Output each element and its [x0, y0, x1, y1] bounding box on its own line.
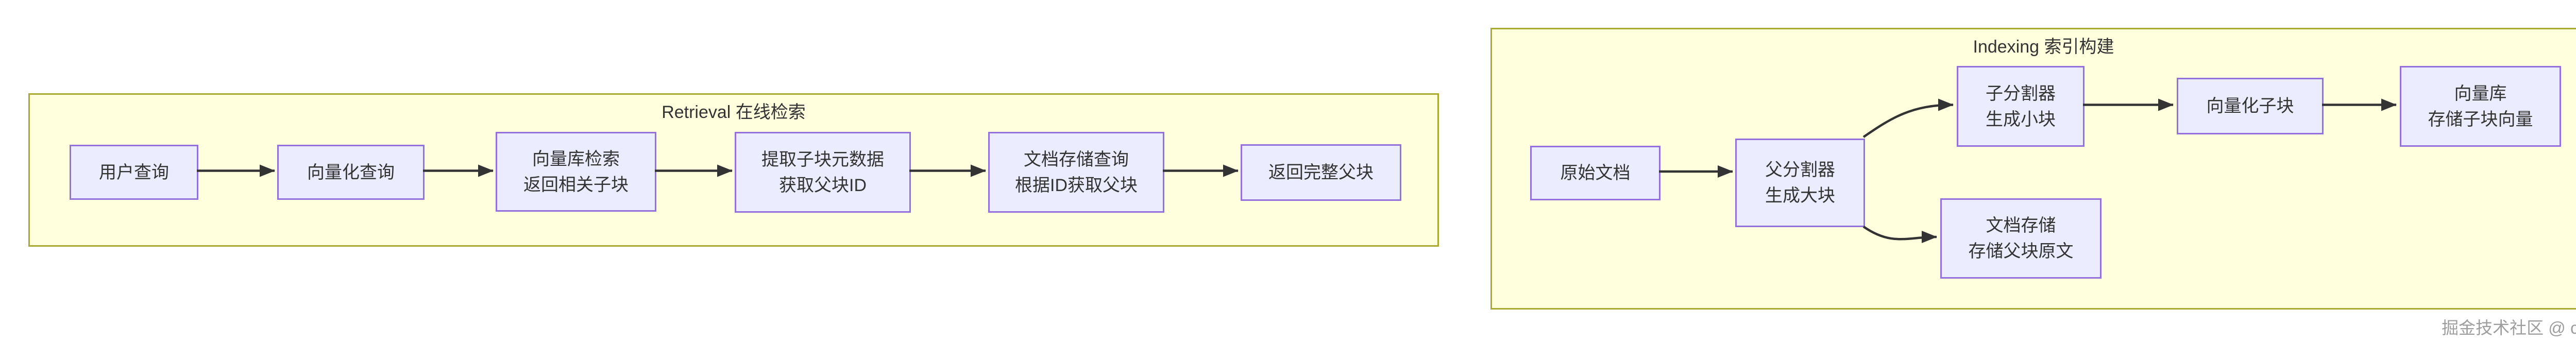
node-label: 根据ID获取父块 [1015, 175, 1138, 195]
cluster-indexing-title: Indexing 索引构建 [1973, 37, 2114, 57]
node-label: 返回相关子块 [523, 175, 629, 195]
node-vector-store: 向量库 存储子块向量 [2400, 66, 2561, 147]
node-user-query: 用户查询 [70, 145, 198, 200]
node-label: 文档存储查询 [1024, 149, 1129, 169]
node-parent-splitter: 父分割器 生成大块 [1735, 139, 1865, 227]
node-label: 存储子块向量 [2428, 109, 2533, 129]
node-vectorize-chunks: 向量化子块 [2177, 78, 2324, 134]
node-label: 原始文档 [1560, 163, 1631, 183]
node-docstore-query: 文档存储查询 根据ID获取父块 [988, 132, 1164, 213]
node-label: 向量库 [2454, 83, 2507, 104]
cluster-retrieval: Retrieval 在线检索 用户查询 向量化查询 向量库检索 返回相关子块 提… [28, 93, 1439, 247]
node-label: 提取子块元数据 [761, 149, 884, 169]
node-label: 子分割器 [1986, 83, 2056, 104]
watermark: 掘金技术社区 @ chaors [2442, 318, 2576, 337]
cluster-indexing: Indexing 索引构建 原始文档 父分割器 生成大块 子分割器 生成小块 向… [1490, 28, 2576, 310]
node-label: 向量库检索 [532, 149, 620, 169]
node-label: 返回完整父块 [1268, 163, 1374, 182]
node-label: 用户查询 [99, 162, 169, 182]
node-extract-metadata: 提取子块元数据 获取父块ID [735, 132, 911, 213]
node-child-splitter: 子分割器 生成小块 [1957, 66, 2084, 147]
node-label: 生成大块 [1765, 186, 1835, 206]
node-label: 存储父块原文 [1968, 242, 2074, 261]
node-doc-store: 文档存储 存储父块原文 [1940, 198, 2102, 279]
node-label: 文档存储 [1986, 216, 2056, 235]
node-vector-search: 向量库检索 返回相关子块 [496, 132, 656, 212]
node-label: 向量化子块 [2206, 96, 2294, 116]
cluster-retrieval-title: Retrieval 在线检索 [662, 102, 806, 122]
node-label: 向量化查询 [307, 162, 395, 182]
node-label: 生成小块 [1986, 109, 2056, 129]
node-raw-document: 原始文档 [1530, 146, 1660, 200]
node-label: 获取父块ID [779, 175, 867, 195]
node-label: 父分割器 [1765, 160, 1835, 180]
node-return-parent: 返回完整父块 [1241, 144, 1401, 201]
node-vectorize-query: 向量化查询 [277, 145, 425, 200]
